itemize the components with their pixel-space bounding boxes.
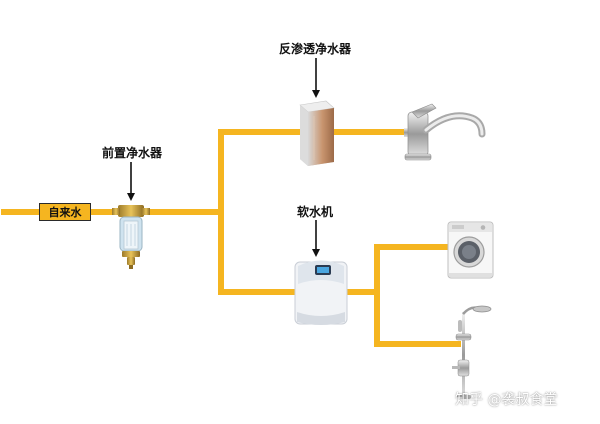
arrow-ro-purifier [312, 58, 320, 98]
water-softener-icon [294, 260, 348, 325]
softener-label: 软水机 [297, 205, 334, 219]
tap-water-source-label: 自来水 [39, 203, 91, 221]
pre-filter-label: 前置净水器 [102, 146, 163, 160]
ro-purifier-icon [299, 100, 335, 166]
kitchen-faucet-icon [404, 103, 486, 161]
arrows [127, 58, 320, 257]
arrow-softener [312, 220, 320, 257]
ro-purifier-label: 反渗透净水器 [279, 42, 352, 56]
watermark: 知乎 @袭叔食堂 [455, 392, 558, 408]
pipe-network [1, 129, 461, 347]
shower-set-icon [452, 305, 492, 399]
arrow-pre-filter [127, 162, 135, 201]
pre-filter-icon [112, 205, 150, 269]
washing-machine-icon [447, 221, 494, 279]
